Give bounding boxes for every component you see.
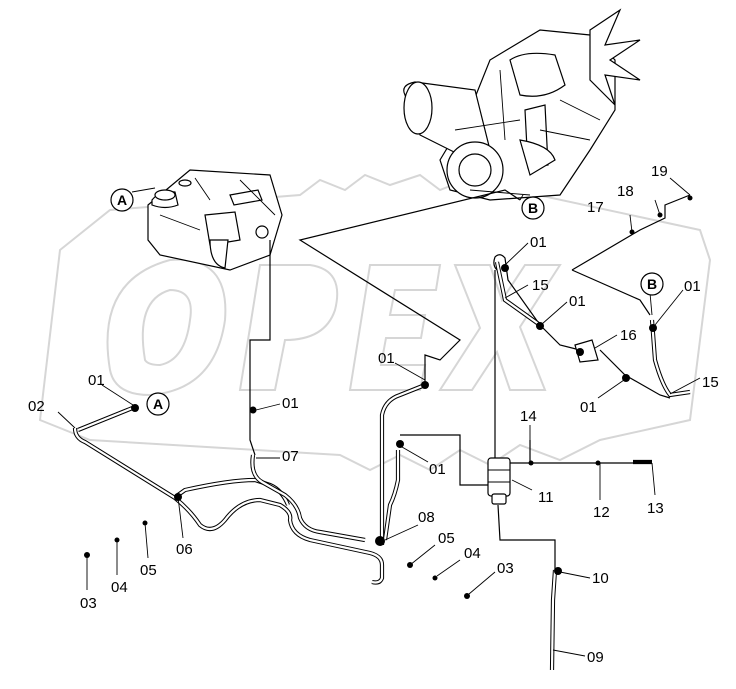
label-19: 19 xyxy=(651,163,668,180)
label-15-b: 15 xyxy=(702,374,719,391)
part-labels: 02 01 01 07 01 01 01 15 01 16 01 15 01 1… xyxy=(28,163,719,666)
callout-a-tank: A xyxy=(110,188,134,212)
callout-b-engine: B xyxy=(521,196,545,220)
label-05-b: 05 xyxy=(438,530,455,547)
label-16: 16 xyxy=(620,327,637,344)
svg-text:B: B xyxy=(528,200,538,216)
label-04-b: 04 xyxy=(464,545,481,562)
main-pipe xyxy=(72,383,426,585)
label-03-b: 03 xyxy=(497,560,514,577)
label-01-f: 01 xyxy=(569,293,586,310)
label-13: 13 xyxy=(647,500,664,517)
label-06: 06 xyxy=(176,541,193,558)
label-01-g: 01 xyxy=(684,278,701,295)
callout-a-line: A xyxy=(146,392,170,416)
label-05-a: 05 xyxy=(140,562,157,579)
label-04-a: 04 xyxy=(111,579,128,596)
svg-text:B: B xyxy=(647,276,657,292)
callout-b-line: B xyxy=(640,272,664,296)
label-15-a: 15 xyxy=(532,277,549,294)
opex-watermark xyxy=(38,173,712,472)
label-03-a: 03 xyxy=(80,595,97,612)
leader-lines xyxy=(57,177,701,657)
valve-16 xyxy=(574,339,599,363)
fuel-tank xyxy=(147,169,283,271)
label-01-d: 01 xyxy=(429,461,446,478)
label-01-b: 01 xyxy=(282,395,299,412)
svg-text:A: A xyxy=(117,192,127,208)
label-01-c: 01 xyxy=(378,350,395,367)
label-18: 18 xyxy=(617,183,634,200)
label-14: 14 xyxy=(520,408,537,425)
fuel-lines xyxy=(249,189,691,671)
label-02: 02 xyxy=(28,398,45,415)
label-17: 17 xyxy=(587,199,604,216)
svg-text:A: A xyxy=(153,396,163,412)
label-01-e: 01 xyxy=(530,234,547,251)
label-10: 10 xyxy=(592,570,609,587)
engine xyxy=(403,8,641,201)
label-07: 07 xyxy=(282,448,299,465)
fittings xyxy=(84,195,693,599)
fuel-filter xyxy=(487,457,511,505)
label-01-h: 01 xyxy=(580,399,597,416)
label-09: 09 xyxy=(587,649,604,666)
label-12: 12 xyxy=(593,504,610,521)
label-11: 11 xyxy=(538,489,554,506)
label-08: 08 xyxy=(418,509,435,526)
label-01-a: 01 xyxy=(88,372,105,389)
